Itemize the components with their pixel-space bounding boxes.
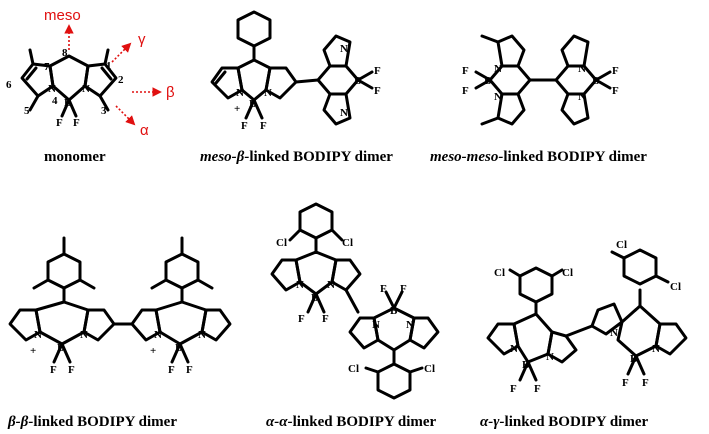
bb-B1: B	[57, 342, 65, 354]
bb-B2: B	[175, 342, 183, 354]
mm-N3: N	[578, 63, 586, 75]
monomer-F-right: F	[73, 117, 80, 129]
monomer-central-ring	[48, 54, 90, 102]
ag-Cl2: Cl	[562, 267, 573, 279]
mb-N3: N	[340, 43, 348, 55]
aa-Cl2: Cl	[342, 237, 353, 249]
bb-F1: F	[50, 364, 57, 376]
mm-B2: B	[592, 75, 600, 87]
mb-F4: F	[374, 85, 381, 97]
pos-3: 3	[101, 105, 107, 117]
monomer-N-left: N	[48, 83, 56, 95]
aa-F3: F	[380, 283, 387, 295]
ag-B2: B	[630, 353, 638, 365]
pos-2: 2	[118, 74, 124, 86]
monomer-F-left: F	[56, 117, 63, 129]
aa-F4: F	[400, 283, 407, 295]
alpha-label: α	[140, 122, 149, 139]
mb-F1: F	[241, 120, 248, 132]
bb-N4: N	[198, 329, 206, 341]
monomer-B: B	[64, 97, 72, 109]
gamma-label: γ	[138, 31, 146, 48]
mm-N1: N	[494, 63, 502, 75]
mb-N4: N	[340, 107, 348, 119]
mm-F4: F	[612, 85, 619, 97]
ag-N2: N	[546, 351, 554, 363]
mb-F2: F	[260, 120, 267, 132]
aa-Cl3: Cl	[348, 363, 359, 375]
mm-N2: N	[494, 91, 502, 103]
ag-F2: F	[534, 383, 541, 395]
pos-5: 5	[24, 105, 30, 117]
alpha-alpha-structure: Cl Cl N N B F F F F B N N Cl Cl	[270, 202, 440, 400]
mm-F2: F	[462, 85, 469, 97]
beta-label: β	[166, 84, 175, 101]
ag-N4: N	[652, 343, 660, 355]
bb-N1: N	[34, 329, 42, 341]
mm-F3: F	[612, 65, 619, 77]
aa-N4: N	[406, 319, 414, 331]
caption-alpha-alpha: α-α-linked BODIPY dimer	[266, 414, 437, 430]
bb-plus2: +	[150, 345, 156, 357]
mm-N4: N	[578, 91, 586, 103]
caption-meso-meso: meso-meso-linked BODIPY dimer	[430, 149, 647, 165]
ag-Cl4: Cl	[670, 281, 681, 293]
aa-F1: F	[298, 313, 305, 325]
ag-F1: F	[510, 383, 517, 395]
bb-plus1: +	[30, 345, 36, 357]
aa-N1: N	[296, 279, 304, 291]
mm-B1: B	[484, 75, 492, 87]
pos-6: 6	[6, 79, 12, 91]
bb-F2: F	[68, 364, 75, 376]
aa-Cl4: Cl	[424, 363, 435, 375]
pos-7: 7	[44, 61, 50, 73]
bb-F3: F	[168, 364, 175, 376]
meso-label: meso	[44, 7, 81, 24]
ag-F4: F	[642, 377, 649, 389]
ag-N3: N	[610, 327, 618, 339]
meso-beta-structure: N N B F F + N N B F F	[210, 10, 381, 132]
pos-4: 4	[52, 95, 58, 107]
monomer-N-right: N	[82, 83, 90, 95]
meso-meso-structure: N N B F F N N B F F	[462, 34, 619, 126]
mb-plus: +	[234, 103, 240, 115]
caption-beta-beta: β-β-linked BODIPY dimer	[7, 414, 177, 430]
mb-B1: B	[249, 98, 257, 110]
ag-B1: B	[522, 359, 530, 371]
ag-F3: F	[622, 377, 629, 389]
aa-N3: N	[372, 319, 380, 331]
aa-N2: N	[327, 279, 335, 291]
aa-Cl1: Cl	[276, 237, 287, 249]
bb-F4: F	[186, 364, 193, 376]
caption-meso-beta: meso-β-linked BODIPY dimer	[200, 149, 393, 165]
mm-F1: F	[462, 65, 469, 77]
ag-Cl3: Cl	[616, 239, 627, 251]
caption-monomer: monomer	[44, 149, 106, 165]
alpha-gamma-structure: Cl Cl N N B F F N N B F F Cl Cl	[486, 239, 688, 395]
caption-alpha-gamma: α-γ-linked BODIPY dimer	[480, 414, 648, 430]
pos-1: 1	[106, 60, 112, 72]
mb-F3: F	[374, 65, 381, 77]
beta-beta-structure: N N B F F + N N B F F +	[8, 236, 232, 376]
mb-N1: N	[236, 87, 244, 99]
aa-B2: B	[390, 305, 398, 317]
ag-Cl1: Cl	[494, 267, 505, 279]
mb-B2: B	[354, 75, 362, 87]
aa-B1: B	[311, 292, 319, 304]
pos-8: 8	[62, 47, 68, 59]
bb-N3: N	[154, 329, 162, 341]
mb-N2: N	[264, 87, 272, 99]
monomer-structure: N N B F F 1 2 3 4 5 6 7 8 meso γ β α	[6, 7, 175, 139]
aa-F2: F	[322, 313, 329, 325]
ag-N1: N	[510, 343, 518, 355]
bb-N2: N	[80, 329, 88, 341]
